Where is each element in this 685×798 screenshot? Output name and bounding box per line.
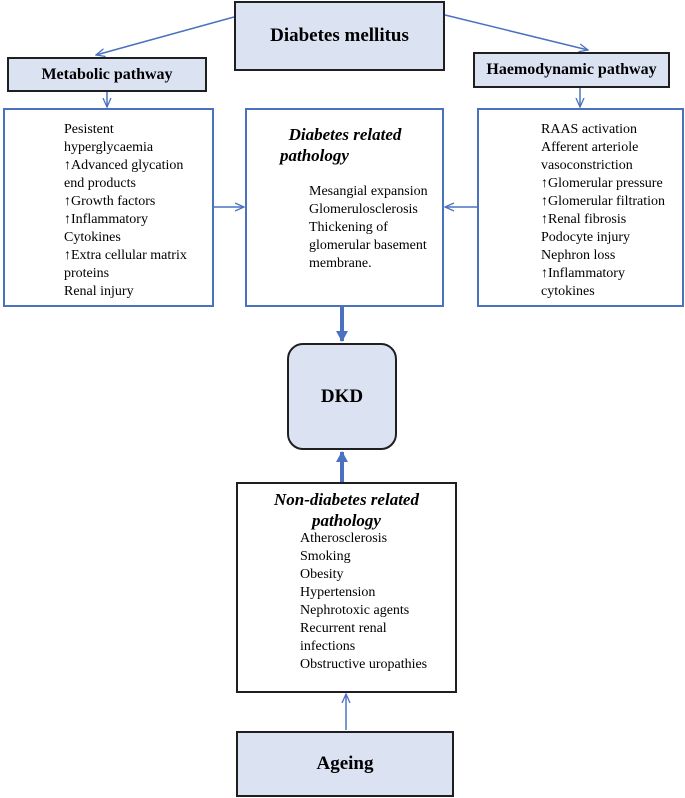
non-diabetes-related-box xyxy=(236,482,457,693)
metabolic-item: ↑Inflammatory xyxy=(64,212,148,227)
ageing-box: Ageing xyxy=(236,731,454,797)
diabetes-related-heading: Diabetes related pathology xyxy=(250,124,440,166)
haemodynamic-item: ↑Inflammatory xyxy=(541,266,625,281)
non-diabetes-related-heading-line1: Non-diabetes related xyxy=(274,490,419,509)
diabetes-related-item: Mesangial expansion xyxy=(309,184,428,199)
dkd-label: DKD xyxy=(320,385,364,407)
non-diabetes-item: Recurrent renal xyxy=(300,621,387,636)
diabetes-related-item: Glomerulosclerosis xyxy=(309,202,418,217)
non-diabetes-item: Hypertension xyxy=(300,585,376,600)
arrow-dm-to-haemodynamic xyxy=(444,14,588,50)
metabolic-item: end products xyxy=(64,176,136,191)
non-diabetes-item: Obesity xyxy=(300,567,344,582)
diabetes-mellitus-label: Diabetes mellitus xyxy=(270,25,409,46)
diabetes-related-heading-line1: Diabetes related xyxy=(288,125,402,144)
diabetes-related-item: Thickening of xyxy=(309,220,388,235)
ageing-label: Ageing xyxy=(316,753,374,774)
haemodynamic-pathway-label: Haemodynamic pathway xyxy=(486,61,657,78)
haemodynamic-item: cytokines xyxy=(541,284,595,299)
haemodynamic-list-box xyxy=(477,108,684,307)
metabolic-pathway-box: Metabolic pathway xyxy=(7,57,207,92)
non-diabetes-related-heading: Non-diabetes related pathology xyxy=(240,489,453,531)
diabetes-related-item: membrane. xyxy=(309,256,372,271)
metabolic-item: ↑Advanced glycation xyxy=(64,158,184,173)
haemodynamic-item: RAAS activation xyxy=(541,122,638,137)
metabolic-pathway-label: Metabolic pathway xyxy=(41,65,173,83)
haemodynamic-item: Podocyte injury xyxy=(541,230,631,245)
metabolic-list-box xyxy=(3,108,214,307)
metabolic-item: Pesistent xyxy=(64,122,114,137)
haemodynamic-list: RAAS activation Afferent arteriole vasoc… xyxy=(541,121,665,301)
diabetes-related-list: Mesangial expansion Glomerulosclerosis T… xyxy=(309,183,428,273)
metabolic-item: Renal injury xyxy=(64,284,134,299)
non-diabetes-related-heading-line2: pathology xyxy=(312,511,381,530)
metabolic-item: hyperglycaemia xyxy=(64,140,154,155)
non-diabetes-item: Nephrotoxic agents xyxy=(300,603,410,618)
metabolic-item: proteins xyxy=(64,266,110,281)
metabolic-item: ↑Growth factors xyxy=(64,194,156,209)
haemodynamic-item: ↑Renal fibrosis xyxy=(541,212,627,227)
non-diabetes-related-list: Atherosclerosis Smoking Obesity Hyperten… xyxy=(300,530,427,674)
non-diabetes-item: Obstructive uropathies xyxy=(300,657,428,672)
haemodynamic-item: ↑Glomerular pressure xyxy=(541,176,663,191)
diabetes-mellitus-box: Diabetes mellitus xyxy=(234,1,445,71)
metabolic-item: Cytokines xyxy=(64,230,121,245)
non-diabetes-item: infections xyxy=(300,639,356,654)
dkd-box: DKD xyxy=(287,343,397,450)
haemodynamic-item: ↑Glomerular filtration xyxy=(541,194,666,209)
haemodynamic-item: vasoconstriction xyxy=(541,158,633,173)
haemodynamic-item: Nephron loss xyxy=(541,248,616,263)
diabetes-related-box xyxy=(245,108,444,307)
arrow-dm-to-metabolic xyxy=(96,16,235,55)
non-diabetes-item: Atherosclerosis xyxy=(300,531,388,546)
metabolic-list: Pesistent hyperglycaemia ↑Advanced glyca… xyxy=(64,121,187,301)
diabetes-related-heading-line2: pathology xyxy=(280,146,349,165)
haemodynamic-item: Afferent arteriole xyxy=(541,140,639,155)
non-diabetes-item: Smoking xyxy=(300,549,351,564)
haemodynamic-pathway-box: Haemodynamic pathway xyxy=(473,52,670,88)
diabetes-related-item: glomerular basement xyxy=(309,238,427,253)
metabolic-item: ↑Extra cellular matrix xyxy=(64,248,187,263)
